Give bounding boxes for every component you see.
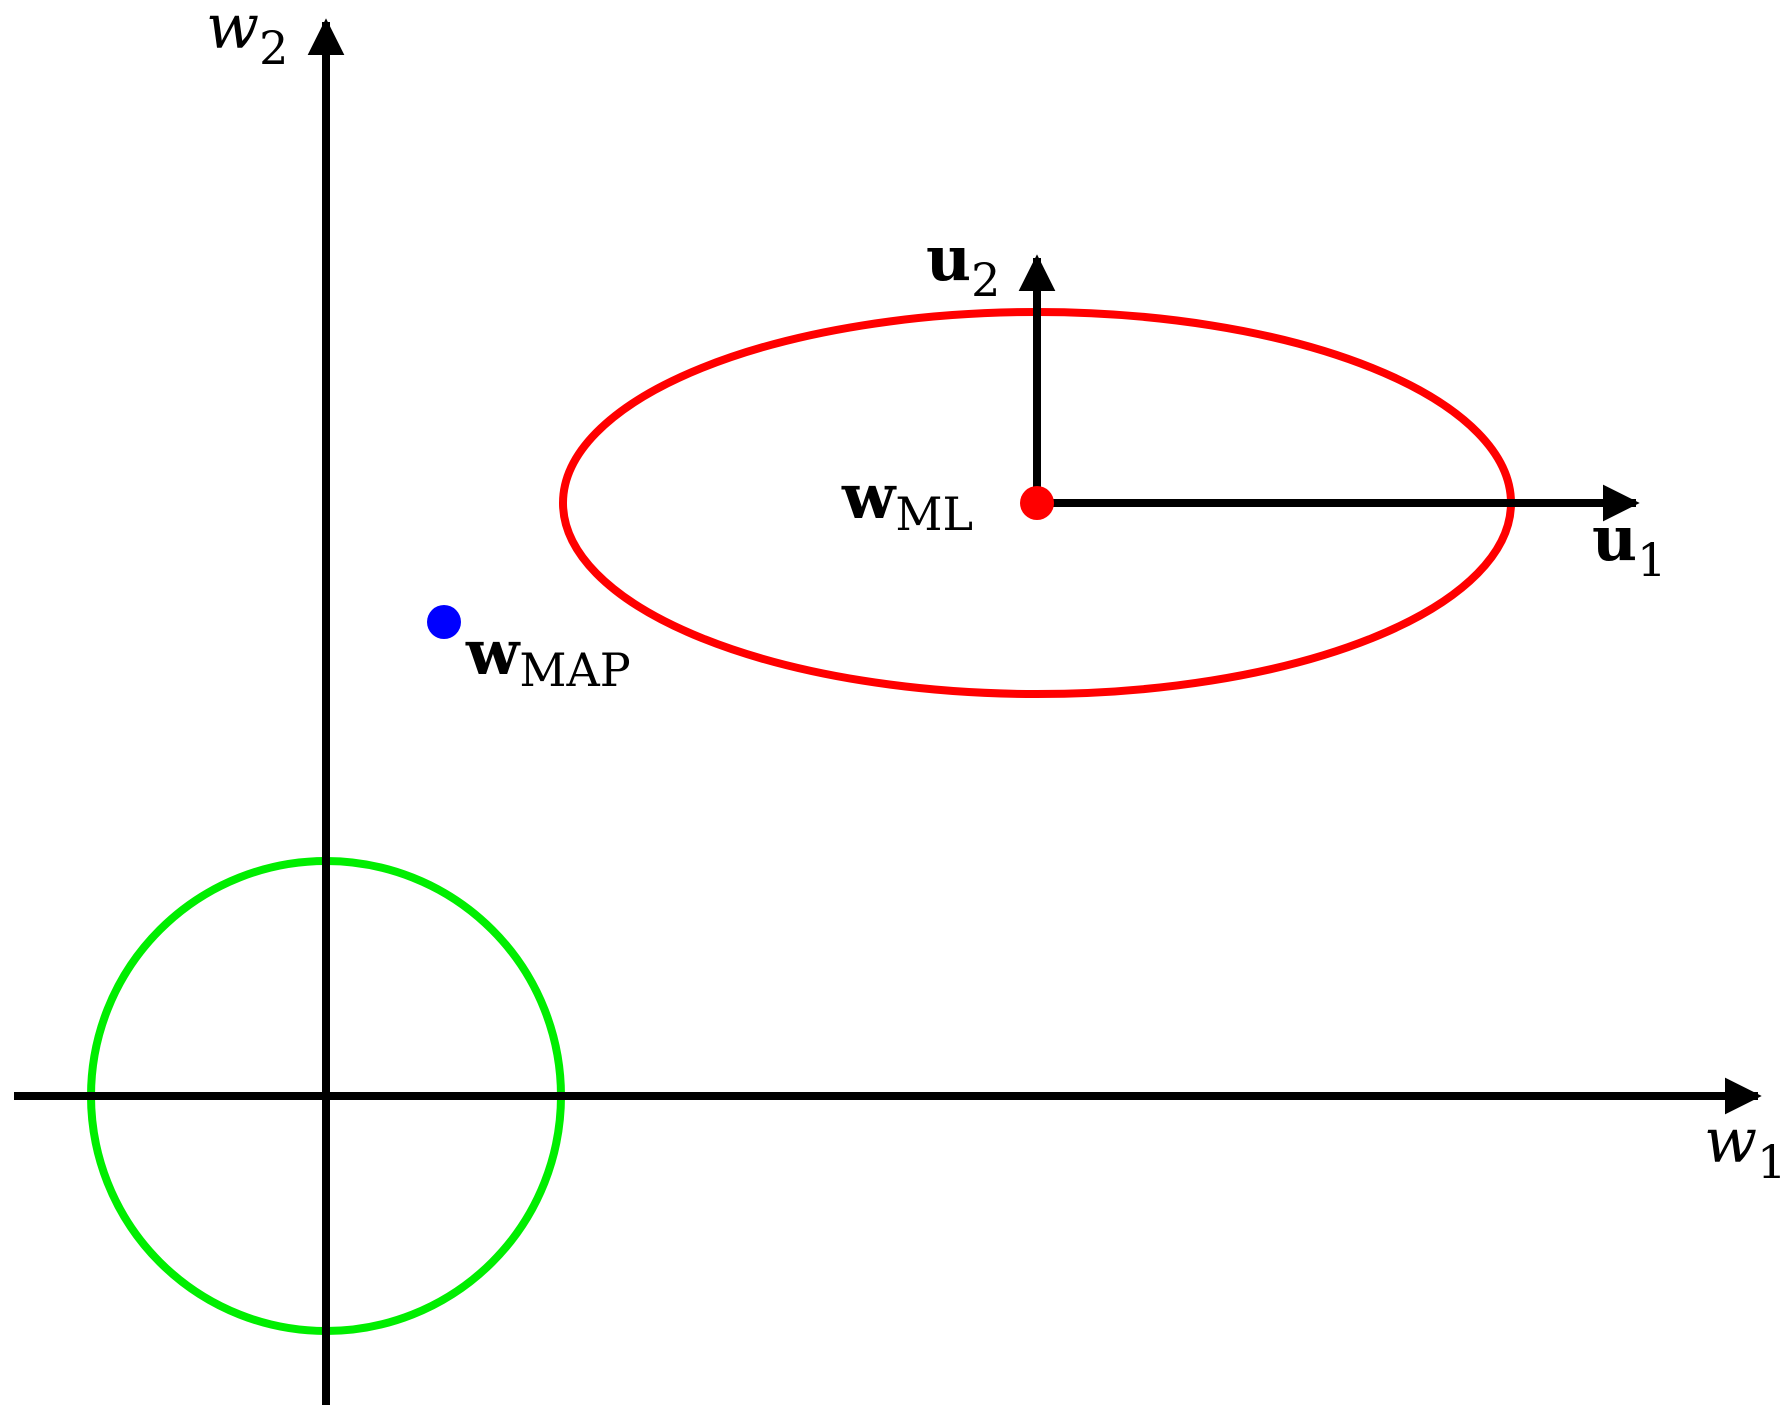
w-ml-label: wML (841, 460, 973, 541)
u1-label: u1 (1592, 502, 1666, 587)
w1-axis-label: w1 (1704, 1104, 1786, 1189)
u2-label: u2 (926, 222, 1000, 307)
w-map-label: wMAP (465, 616, 631, 697)
w-map-point (427, 605, 461, 639)
w2-axis-label: w2 (206, 0, 288, 75)
w-ml-point (1020, 486, 1054, 520)
